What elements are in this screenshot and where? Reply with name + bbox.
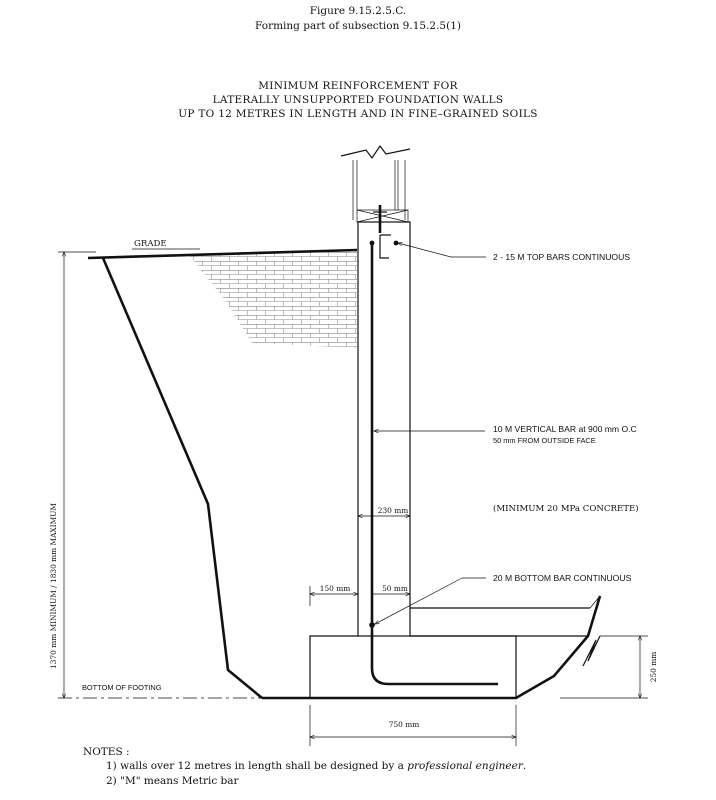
annotation-vertical-bar: 10 M VERTICAL BAR at 900 mm O.C 50 mm FR…: [374, 424, 637, 445]
note-2: 2) "M" means Metric bar: [106, 775, 240, 787]
top-bar-dot-2: [393, 240, 399, 246]
foundation-wall: [357, 221, 411, 637]
bar-cover-dimension: 50 mm: [371, 584, 410, 606]
note-1: 1) walls over 12 metres in length shall …: [106, 760, 526, 772]
floor-slab: [410, 595, 601, 637]
title-line-2: LATERALLY UNSUPPORTED FOUNDATION WALLS: [213, 94, 504, 106]
note-1-emphasis: professional engineer: [407, 760, 524, 772]
notes: NOTES : 1) walls over 12 metres in lengt…: [83, 746, 526, 787]
footing-projection-dimension: 150 mm: [310, 584, 358, 606]
vertical-bar-cover-label: 50 mm FROM OUTSIDE FACE: [493, 436, 596, 445]
soil-backfill: [87, 248, 602, 700]
bottom-of-footing-label: BOTTOM OF FOOTING: [82, 683, 162, 692]
wall-thickness-value: 230 mm: [378, 506, 408, 515]
top-bars-label: 2 - 15 M TOP BARS CONTINUOUS: [493, 252, 630, 262]
wall-thickness-dimension: 230 mm: [358, 506, 410, 516]
note-1-suffix: .: [523, 760, 526, 772]
notes-heading: NOTES :: [83, 746, 130, 758]
footing-depth-value: 250 mm: [649, 652, 658, 682]
wall-height-value: 1370 mm MINIMUM / 1830 mm MAXIMUM: [49, 503, 58, 669]
footing-width-dimension: 750 mm: [310, 705, 516, 746]
footing: [309, 635, 517, 698]
bottom-of-footing-line: BOTTOM OF FOOTING: [58, 683, 262, 699]
break-line: [582, 635, 601, 667]
title-line-3: UP TO 12 METRES IN LENGTH AND IN FINE–GR…: [178, 108, 538, 120]
concrete-label: (MINIMUM 20 MPa CONCRETE): [493, 503, 639, 514]
floor-framing: [340, 144, 411, 233]
grade-marker: GRADE: [132, 239, 200, 250]
footing-width-value: 750 mm: [389, 720, 419, 729]
bar-cover-value: 50 mm: [382, 584, 408, 593]
wall-height-dimension: 1370 mm MINIMUM / 1830 mm MAXIMUM: [49, 252, 96, 698]
bottom-bar-label: 20 M BOTTOM BAR CONTINUOUS: [493, 573, 632, 583]
figure-subtitle: Forming part of subsection 9.15.2.5(1): [255, 20, 461, 32]
footing-projection-value: 150 mm: [320, 584, 350, 593]
note-1-prefix: 1) walls over 12 metres in length shall …: [106, 760, 407, 772]
title-line-1: MINIMUM REINFORCEMENT FOR: [258, 80, 458, 92]
footing-depth-dimension: 250 mm: [560, 636, 658, 698]
top-bar-dot-1: [369, 240, 375, 246]
figure-number: Figure 9.15.2.5.C.: [310, 5, 406, 17]
annotation-top-bars: 2 - 15 M TOP BARS CONTINUOUS: [398, 243, 630, 262]
vertical-bar-label: 10 M VERTICAL BAR at 900 mm O.C: [493, 424, 637, 434]
grade-label: GRADE: [134, 239, 167, 249]
annotation-bottom-bar: 20 M BOTTOM BAR CONTINUOUS: [375, 573, 632, 624]
bottom-bar-dot: [369, 622, 375, 628]
